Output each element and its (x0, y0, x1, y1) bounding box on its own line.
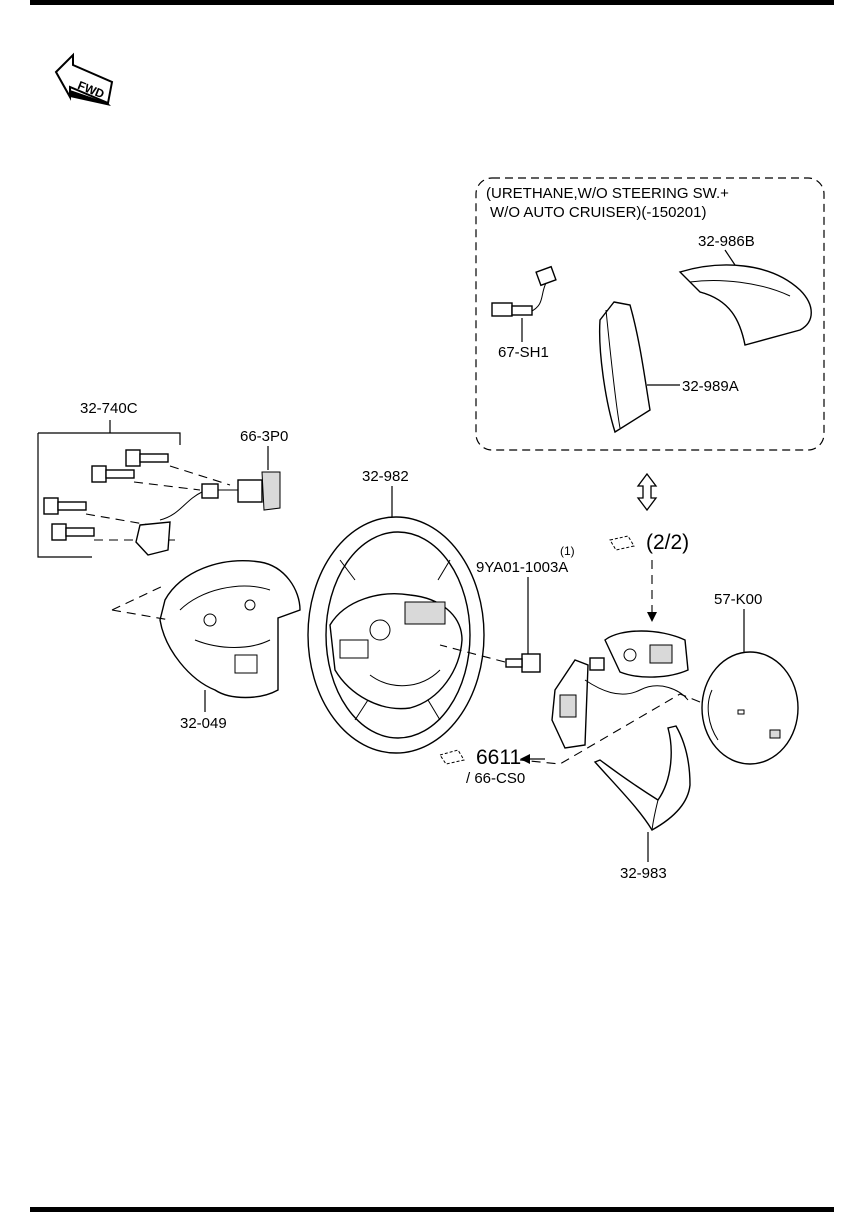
label-32-982: 32-982 (362, 468, 409, 485)
label-67-sh1: 67-SH1 (498, 344, 549, 361)
label-6611: 6611 (476, 746, 521, 769)
switch-ref-icon (609, 535, 635, 551)
label-32-740c: 32-740C (80, 400, 138, 417)
top-rule (30, 0, 834, 5)
variant-box-line1: (URETHANE,W/O STEERING SW.+ (486, 185, 729, 202)
label-32-983: 32-983 (620, 865, 667, 882)
lower-cover-32-983 (593, 725, 691, 831)
label-bolt-qty: (1) (560, 544, 575, 558)
clock-spring-ref-icon (439, 749, 465, 765)
label-9ya01-1003a: 9YA01-1003A (476, 559, 568, 576)
cover-32-986b (678, 249, 812, 346)
bolt-set-32-740c (43, 449, 169, 541)
bolt-9ya01-1003a (505, 653, 541, 673)
fwd-arrow-icon: FWD (54, 52, 114, 106)
variant-box (475, 177, 825, 451)
steering-wheel-32-982 (307, 516, 485, 754)
airbag-57-k00 (701, 651, 799, 765)
label-66-cs0: / 66-CS0 (466, 770, 525, 787)
bottom-rule (30, 1207, 834, 1212)
bolt-set-bracket (37, 420, 181, 558)
harness-67-sh1 (491, 265, 557, 342)
label-66-3p0: 66-3P0 (240, 428, 288, 445)
label-switch-ref: (2/2) (646, 531, 689, 554)
label-32-049: 32-049 (180, 715, 227, 732)
variant-box-line2: W/O AUTO CRUISER)(-150201) (490, 204, 706, 221)
connector-66-3p0 (135, 471, 281, 556)
label-32-986b: 32-986B (698, 233, 755, 250)
double-arrow-icon (636, 472, 658, 512)
label-57-k00: 57-K00 (714, 591, 762, 608)
rear-cover-32-049 (159, 560, 301, 699)
switch-assembly (551, 630, 689, 749)
label-32-989a: 32-989A (682, 378, 739, 395)
cover-32-989a (598, 301, 680, 434)
